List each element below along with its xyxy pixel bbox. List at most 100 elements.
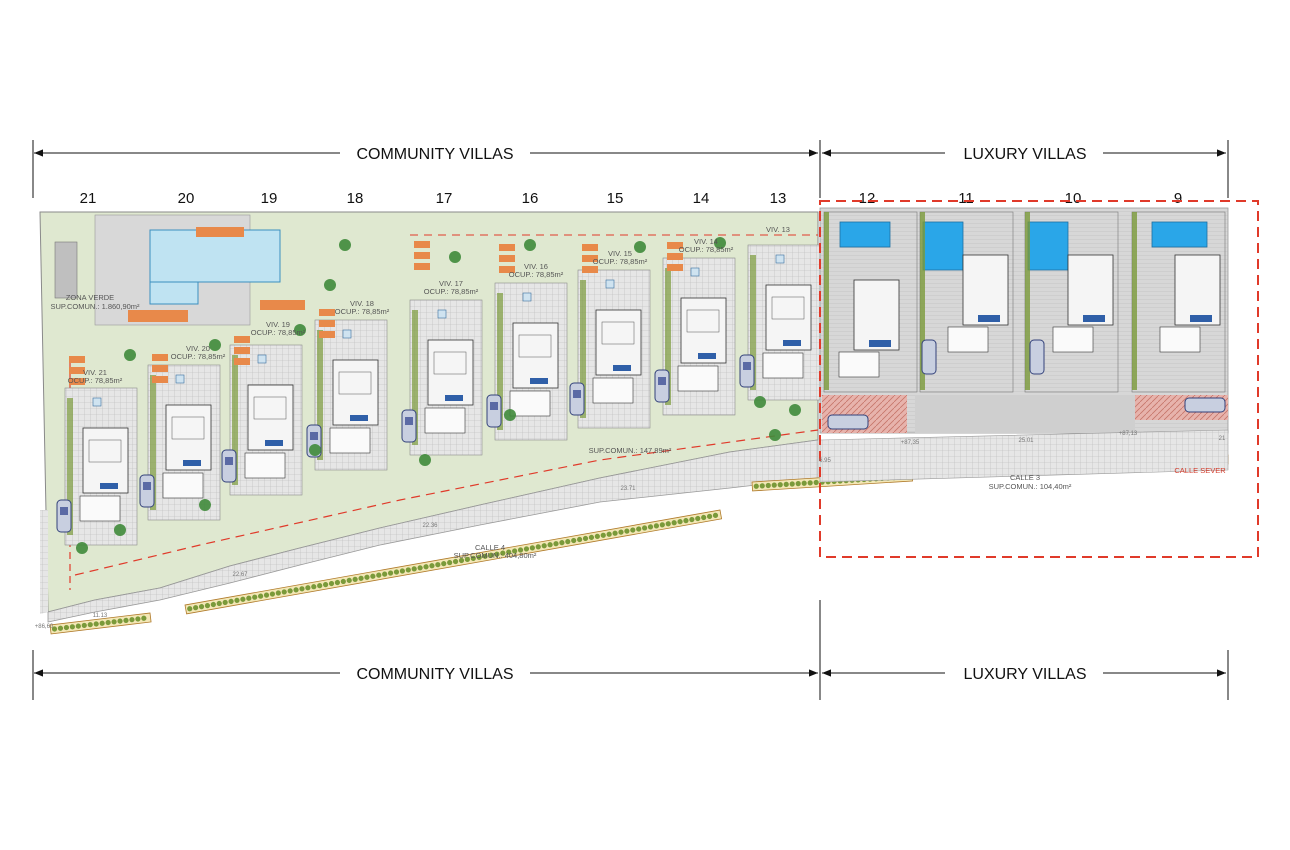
shrub bbox=[228, 598, 234, 604]
shrub bbox=[405, 567, 411, 573]
shrub bbox=[529, 545, 535, 551]
car-window bbox=[573, 390, 581, 398]
shrub bbox=[75, 623, 81, 629]
villa-plot bbox=[577, 269, 651, 429]
villa-room bbox=[686, 309, 720, 333]
shrub bbox=[399, 568, 405, 574]
shrub bbox=[252, 594, 258, 600]
villa-annex bbox=[244, 452, 286, 479]
villa-area: OCUP.: 78,85m² bbox=[68, 376, 123, 385]
area-labels: ZONA VERDE SUP.COMUN.: 1.860,90m² VIV. 2… bbox=[35, 225, 1226, 630]
car bbox=[1029, 339, 1045, 375]
plot-number: 10 bbox=[1065, 190, 1082, 207]
lounger bbox=[234, 358, 250, 365]
lounger bbox=[152, 354, 168, 361]
tree bbox=[209, 339, 221, 351]
tree bbox=[76, 542, 88, 554]
lounger bbox=[152, 376, 168, 383]
shrub bbox=[813, 479, 819, 486]
villa-area: OCUP.: 78,85m² bbox=[679, 245, 734, 254]
luxury-site bbox=[819, 200, 1259, 558]
sun-loungers bbox=[319, 309, 335, 338]
villa-annex bbox=[79, 495, 121, 522]
lounger bbox=[234, 336, 250, 343]
calle-4-label: CALLE 4 bbox=[475, 543, 505, 552]
villa-label: VIV. 14 bbox=[694, 237, 718, 246]
shrub bbox=[193, 605, 199, 611]
car bbox=[56, 499, 72, 533]
shrub bbox=[801, 480, 807, 486]
villa-hedge bbox=[412, 310, 418, 445]
lounger bbox=[499, 244, 515, 251]
shrub bbox=[352, 576, 358, 582]
shrub bbox=[334, 579, 341, 586]
car bbox=[486, 394, 502, 428]
plot-number: 20 bbox=[178, 190, 195, 207]
shrub bbox=[447, 559, 453, 566]
shrub bbox=[187, 606, 193, 612]
shrub bbox=[216, 600, 222, 607]
villa-hedge bbox=[150, 375, 156, 510]
shrub bbox=[517, 547, 524, 553]
tree bbox=[419, 454, 431, 466]
villa-annex bbox=[162, 472, 204, 499]
sun-loungers bbox=[152, 354, 168, 383]
dimension: +86,60 bbox=[35, 624, 54, 630]
car-body bbox=[401, 409, 417, 443]
villa-annex bbox=[762, 352, 804, 379]
sun-loungers bbox=[499, 244, 515, 273]
villa-hedge bbox=[750, 255, 756, 390]
shrub bbox=[765, 482, 771, 489]
shrub bbox=[317, 583, 323, 589]
shrub bbox=[234, 597, 240, 603]
shrub bbox=[123, 617, 129, 624]
car-window bbox=[490, 402, 498, 410]
pool bbox=[1151, 221, 1208, 248]
lounger bbox=[319, 331, 335, 338]
villa-plot bbox=[64, 387, 138, 546]
shrub bbox=[506, 549, 512, 555]
villa-stairs bbox=[613, 365, 631, 371]
lounger bbox=[414, 252, 430, 259]
villa-house bbox=[82, 427, 129, 494]
villa-area: OCUP.: 78,85m² bbox=[171, 352, 226, 361]
villa-label: VIV. 18 bbox=[350, 299, 374, 308]
shrub bbox=[476, 554, 482, 560]
luxury-stairs bbox=[1083, 315, 1105, 322]
lounger bbox=[414, 263, 430, 270]
shrub bbox=[547, 542, 553, 548]
villa-skylight bbox=[775, 254, 785, 264]
villa-label: VIV. 15 bbox=[608, 249, 632, 258]
street-area: SUP.COMUN.: 147,89m² bbox=[589, 446, 672, 455]
lounger bbox=[582, 244, 598, 251]
shrub bbox=[659, 522, 665, 528]
villa-room bbox=[771, 296, 805, 320]
dimension: 23.71 bbox=[620, 486, 636, 492]
shrub bbox=[269, 591, 276, 597]
shrub bbox=[464, 556, 470, 563]
shrub bbox=[606, 531, 612, 537]
bottom-community-label: COMMUNITY VILLAS bbox=[356, 666, 513, 683]
shrub bbox=[789, 481, 795, 487]
pool bbox=[1027, 221, 1069, 271]
villa-room bbox=[518, 334, 552, 358]
car-body bbox=[56, 499, 72, 533]
lounger bbox=[69, 367, 85, 374]
plot-number: 11 bbox=[958, 190, 974, 207]
luxury-stairs bbox=[1190, 315, 1212, 322]
shrub bbox=[642, 525, 648, 531]
villa-house bbox=[595, 309, 642, 376]
shrub bbox=[57, 625, 64, 631]
shrub bbox=[553, 541, 559, 547]
shrub bbox=[712, 512, 719, 518]
plot-number: 14 bbox=[693, 190, 710, 207]
pool bbox=[839, 221, 891, 248]
shrub bbox=[630, 527, 636, 533]
shrub bbox=[559, 540, 565, 546]
shrub bbox=[759, 483, 765, 489]
shrub bbox=[470, 555, 476, 561]
tree bbox=[199, 499, 211, 511]
villa-label: VIV. 13 bbox=[766, 225, 790, 234]
car-body bbox=[1184, 397, 1226, 413]
shrub bbox=[376, 572, 382, 578]
